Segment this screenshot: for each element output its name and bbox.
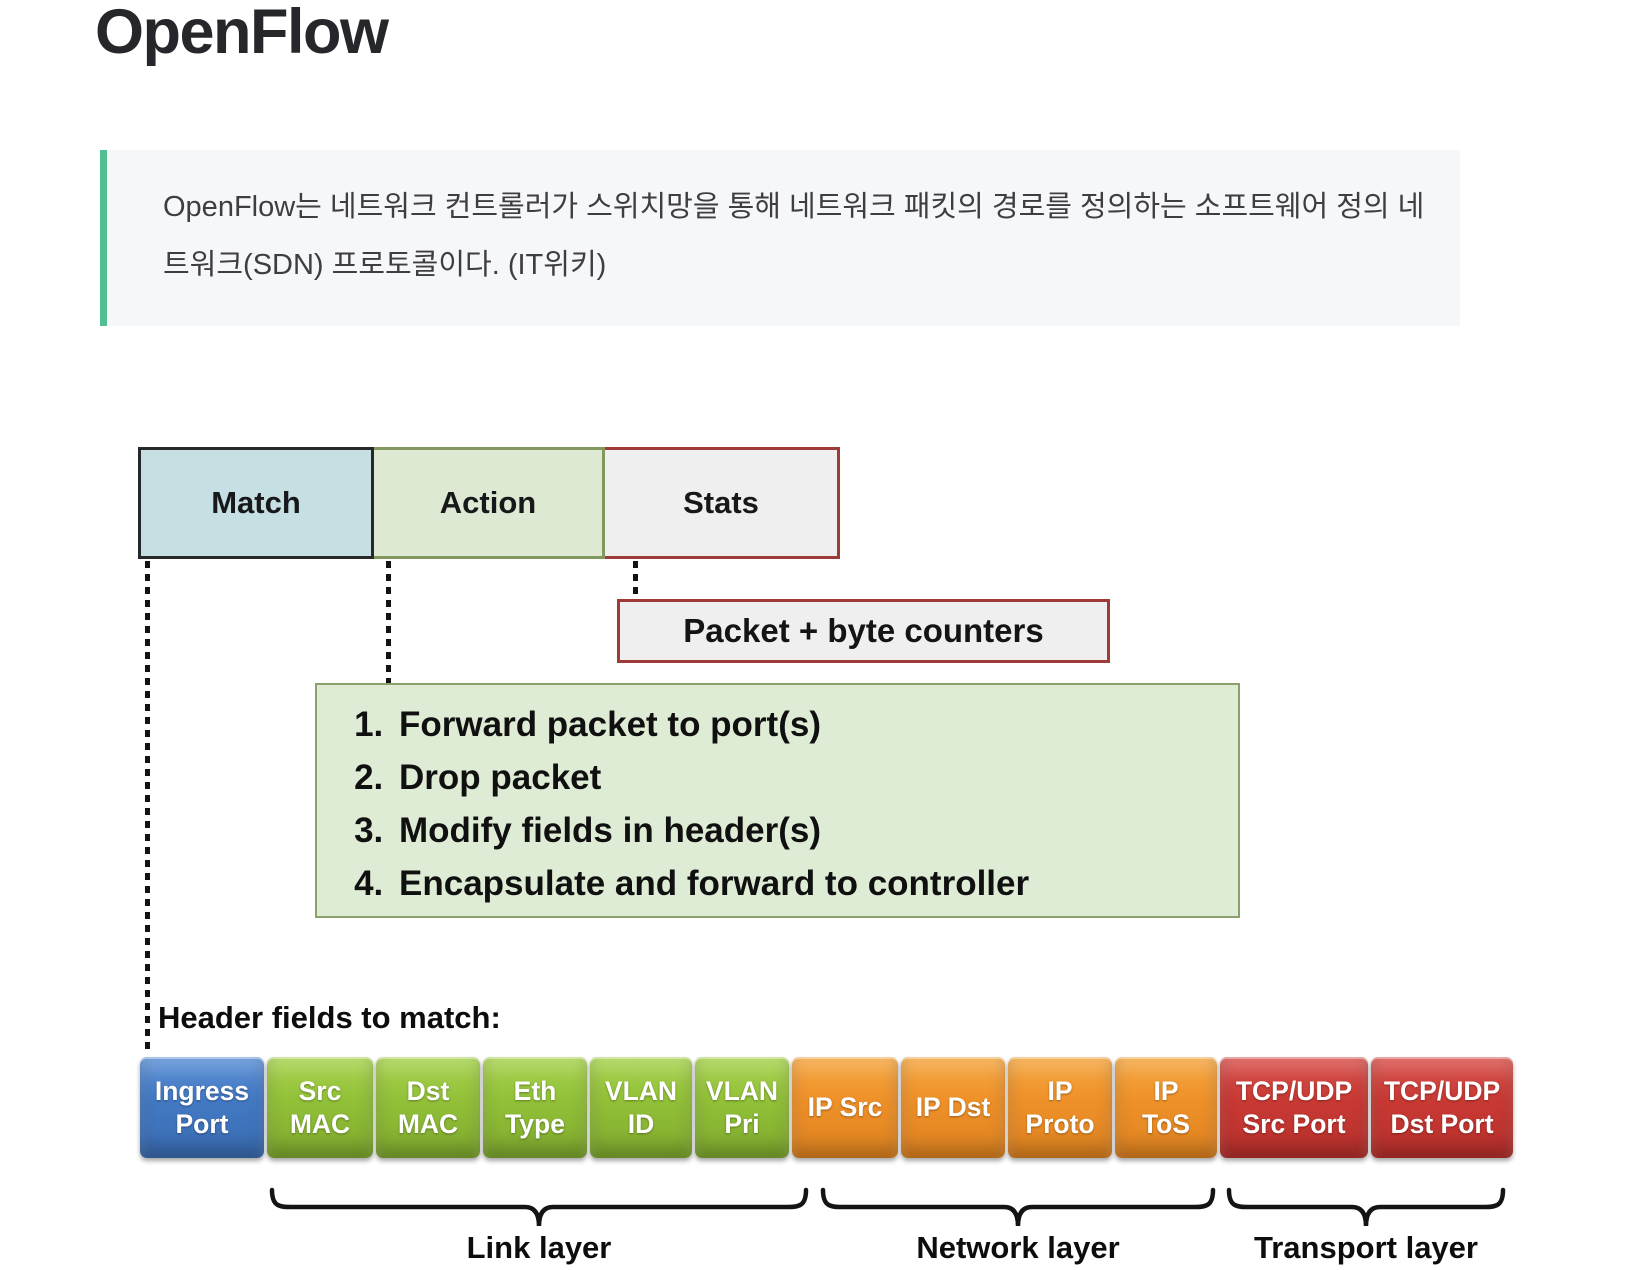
action-option-4: Encapsulate and forward to controller [393, 857, 1238, 910]
flow-table-match-box: Match [138, 447, 374, 559]
field-label-line: Ingress [154, 1075, 250, 1106]
action-options-box: Forward packet to port(s)Drop packetModi… [315, 683, 1240, 918]
field-label-line: IP [1047, 1075, 1073, 1106]
layer-label-link-layer: Link layer [466, 1230, 612, 1265]
header-fields-heading: Header fields to match: [158, 1000, 501, 1035]
field-label-line: VLAN [705, 1075, 779, 1106]
stats-connector-dotted-line [633, 561, 638, 599]
field-label-line: Dst [406, 1075, 450, 1106]
field-label-line: MAC [397, 1108, 459, 1139]
brace-network-layer [820, 1187, 1216, 1227]
action-option-1: Forward packet to port(s) [393, 698, 1238, 751]
match-connector-dotted-line [145, 561, 150, 1051]
field-label-line: IP Src [807, 1092, 883, 1122]
flow-table-action-label: Action [439, 485, 537, 520]
field-label-line: Eth [513, 1075, 557, 1106]
flow-table-action-box: Action [371, 447, 605, 559]
field-label-line: TCP/UDP [1235, 1075, 1353, 1106]
field-label-line: IP Dst [915, 1092, 991, 1122]
brace-transport-layer [1226, 1187, 1506, 1227]
flow-table-stats-label: Stats [683, 485, 759, 520]
quote-accent-bar [100, 150, 107, 326]
field-label-line: Dst Port [1390, 1108, 1494, 1139]
flow-table-stats-box: Stats [602, 447, 840, 559]
field-label-line: IP [1153, 1075, 1179, 1106]
field-label-line: VLAN [604, 1075, 678, 1106]
brace-link-layer [269, 1187, 809, 1227]
action-connector-dotted-line [386, 561, 391, 683]
field-label-line: ToS [1141, 1108, 1191, 1139]
action-option-3: Modify fields in header(s) [393, 804, 1238, 857]
field-label-line: Proto [1025, 1108, 1095, 1139]
page-title: OpenFlow [95, 0, 389, 67]
header-field-ip-dst: IP Dst [901, 1057, 1005, 1158]
field-label-line: Type [505, 1108, 565, 1139]
quote-text: OpenFlow는 네트워크 컨트롤러가 스위치망을 통해 네트워크 패킷의 경… [163, 191, 1425, 281]
field-label-line: Src Port [1242, 1108, 1346, 1139]
field-label-line: TCP/UDP [1383, 1075, 1501, 1106]
field-label-line: Src [298, 1075, 342, 1106]
header-field-ip-src: IP Src [792, 1057, 898, 1158]
action-options-list: Forward packet to port(s)Drop packetModi… [317, 698, 1238, 910]
action-option-2: Drop packet [393, 751, 1238, 804]
packet-byte-counters-label: Packet + byte counters [683, 612, 1044, 649]
field-label-line: ID [627, 1108, 655, 1139]
flow-table-match-label: Match [211, 485, 301, 520]
layer-label-network-layer: Network layer [916, 1230, 1120, 1265]
field-label-line: Port [175, 1108, 229, 1139]
field-label-line: Pri [724, 1108, 760, 1139]
field-label-line: MAC [289, 1108, 351, 1139]
quote-block: OpenFlow는 네트워크 컨트롤러가 스위치망을 통해 네트워크 패킷의 경… [100, 150, 1460, 326]
layer-label-transport-layer: Transport layer [1254, 1230, 1478, 1265]
packet-byte-counters-box: Packet + byte counters [617, 599, 1110, 663]
